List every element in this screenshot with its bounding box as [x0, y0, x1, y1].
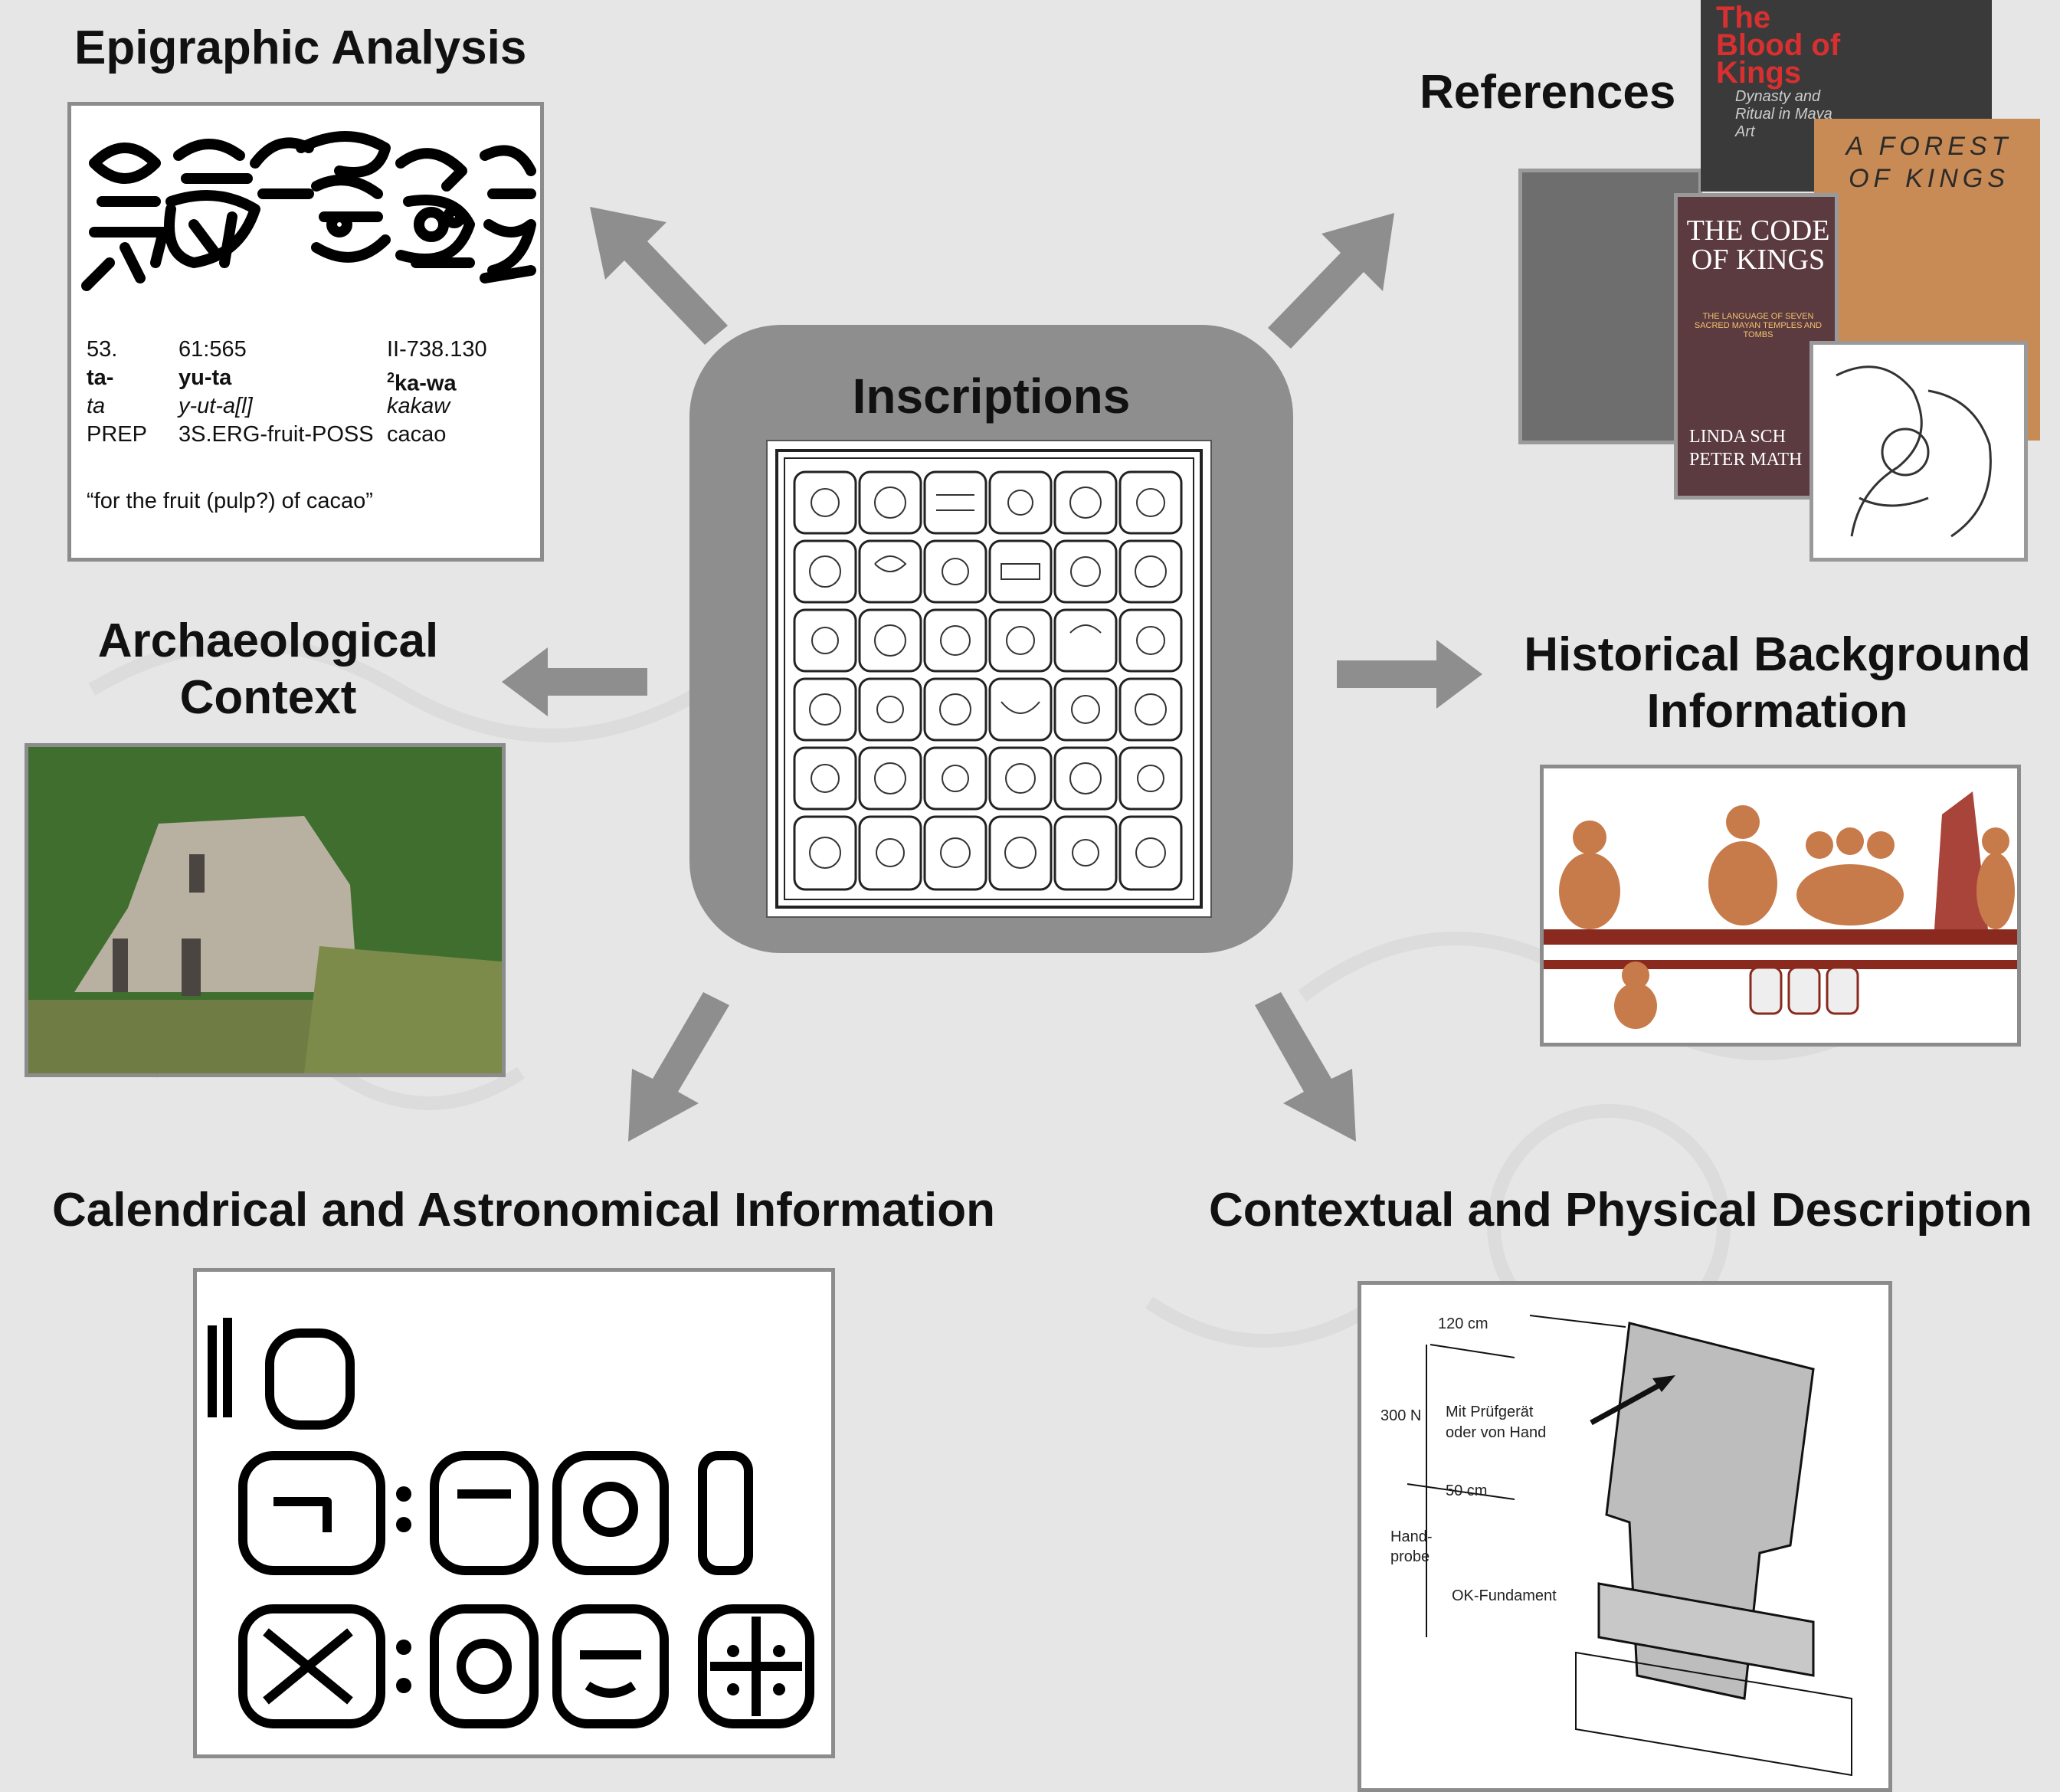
label-height: 50 cm: [1446, 1482, 1488, 1499]
references-heading: References: [1420, 66, 1676, 119]
epi-superscript: 2: [387, 370, 395, 385]
arrow-to-epigraphic: [590, 207, 728, 345]
book-subtitle: Dynasty and Ritual in Maya Art: [1735, 88, 1832, 140]
historical-heading-line1: Historical Background: [1524, 628, 2031, 681]
epigraphic-translation: “for the fruit (pulp?) of cacao”: [87, 489, 373, 513]
epi-cell: PREP: [87, 422, 147, 447]
epi-cell: yu-ta: [178, 365, 232, 390]
arrow-to-archaeological: [502, 647, 647, 716]
rubbing-drawing: [1836, 365, 1992, 538]
hub-title: Inscriptions: [852, 369, 1131, 424]
stela-drawing: [1407, 1315, 1852, 1777]
historical-heading-line2: Information: [1646, 685, 1908, 738]
epigraphic-table: 53. 61:565 II-738.130 ta- yu-ta 2ka-wa t…: [87, 336, 540, 449]
epi-cell: ta-: [87, 365, 114, 390]
archaeological-heading-line1: Archaeological: [97, 614, 439, 667]
epi-cell: kakaw: [387, 394, 450, 418]
epigraphic-card: 53. 61:565 II-738.130 ta- yu-ta 2ka-wa t…: [67, 102, 544, 562]
epi-cell: 53.: [87, 337, 118, 362]
stone-relief-image: [1518, 169, 1702, 444]
arrow-to-historical: [1337, 640, 1482, 709]
epi-cell: II-738.130: [387, 337, 487, 362]
book-code-of-kings: THE CODE OF KINGS THE LANGUAGE OF SEVEN …: [1674, 193, 1839, 500]
epi-row-3: ta y-ut-a[l] kakaw: [87, 392, 540, 421]
calendrical-heading: Calendrical and Astronomical Information: [52, 1184, 996, 1237]
epi-cell: 61:565: [178, 337, 247, 362]
arrow-to-calendrical: [628, 992, 729, 1142]
book-title: The Blood of Kings: [1716, 1, 1841, 90]
book-title: THE CODE OF KINGS: [1686, 215, 1830, 276]
stela-diagram: 120 cm 300 N Mit Prüfgerät oder von Hand…: [1358, 1281, 1892, 1792]
epi-cell: 3S.ERG-fruit-POSS: [178, 422, 374, 447]
epi-cell: 2ka-wa: [387, 364, 457, 398]
label-hand-1: Hand-: [1390, 1528, 1433, 1545]
label-base: OK-Fundament: [1452, 1587, 1557, 1604]
label-width: 120 cm: [1438, 1315, 1489, 1332]
calendar-glyph-drawing: [208, 1318, 814, 1728]
epi-cell: cacao: [387, 422, 447, 447]
glyph-drawing: [81, 131, 536, 291]
book-subtitle: THE LANGUAGE OF SEVEN SACRED MAYAN TEMPL…: [1694, 312, 1823, 339]
vase-painting-image: [1540, 765, 2021, 1047]
epi-cell: ta: [87, 394, 106, 418]
vase-scene-drawing: [1544, 791, 2017, 1029]
epi-row-1: 53. 61:565 II-738.130: [87, 336, 540, 364]
ruin-photo: [25, 743, 506, 1077]
epi-cell-text: ka-wa: [395, 371, 457, 396]
archaeological-heading-line2: Context: [179, 671, 357, 724]
glyph-grid-drawing: [775, 449, 1203, 909]
epigraphic-heading: Epigraphic Analysis: [74, 21, 527, 74]
calendrical-glyph-image: [193, 1268, 835, 1758]
arrow-to-references: [1268, 213, 1394, 349]
label-hand-2: probe: [1390, 1548, 1430, 1565]
label-tool: Mit Prüfgerät: [1446, 1404, 1534, 1420]
inscription-drawing: [766, 440, 1212, 918]
book-title: A FOREST OF KINGS: [1845, 132, 2013, 193]
ruin-building-drawing: [28, 747, 502, 1073]
arrow-to-contextual: [1255, 992, 1356, 1142]
epi-cell: y-ut-a[l]: [178, 394, 253, 418]
epi-row-4: PREP 3S.ERG-fruit-POSS cacao: [87, 421, 540, 449]
label-tool-2: oder von Hand: [1446, 1424, 1547, 1441]
label-force: 300 N: [1380, 1407, 1422, 1424]
epi-row-2: ta- yu-ta 2ka-wa: [87, 364, 540, 396]
book-author: PETER MATH: [1689, 450, 1803, 470]
contextual-heading: Contextual and Physical Description: [1209, 1184, 2032, 1237]
book-author: LINDA SCH: [1689, 427, 1787, 447]
line-drawing-image: [1809, 341, 2028, 562]
